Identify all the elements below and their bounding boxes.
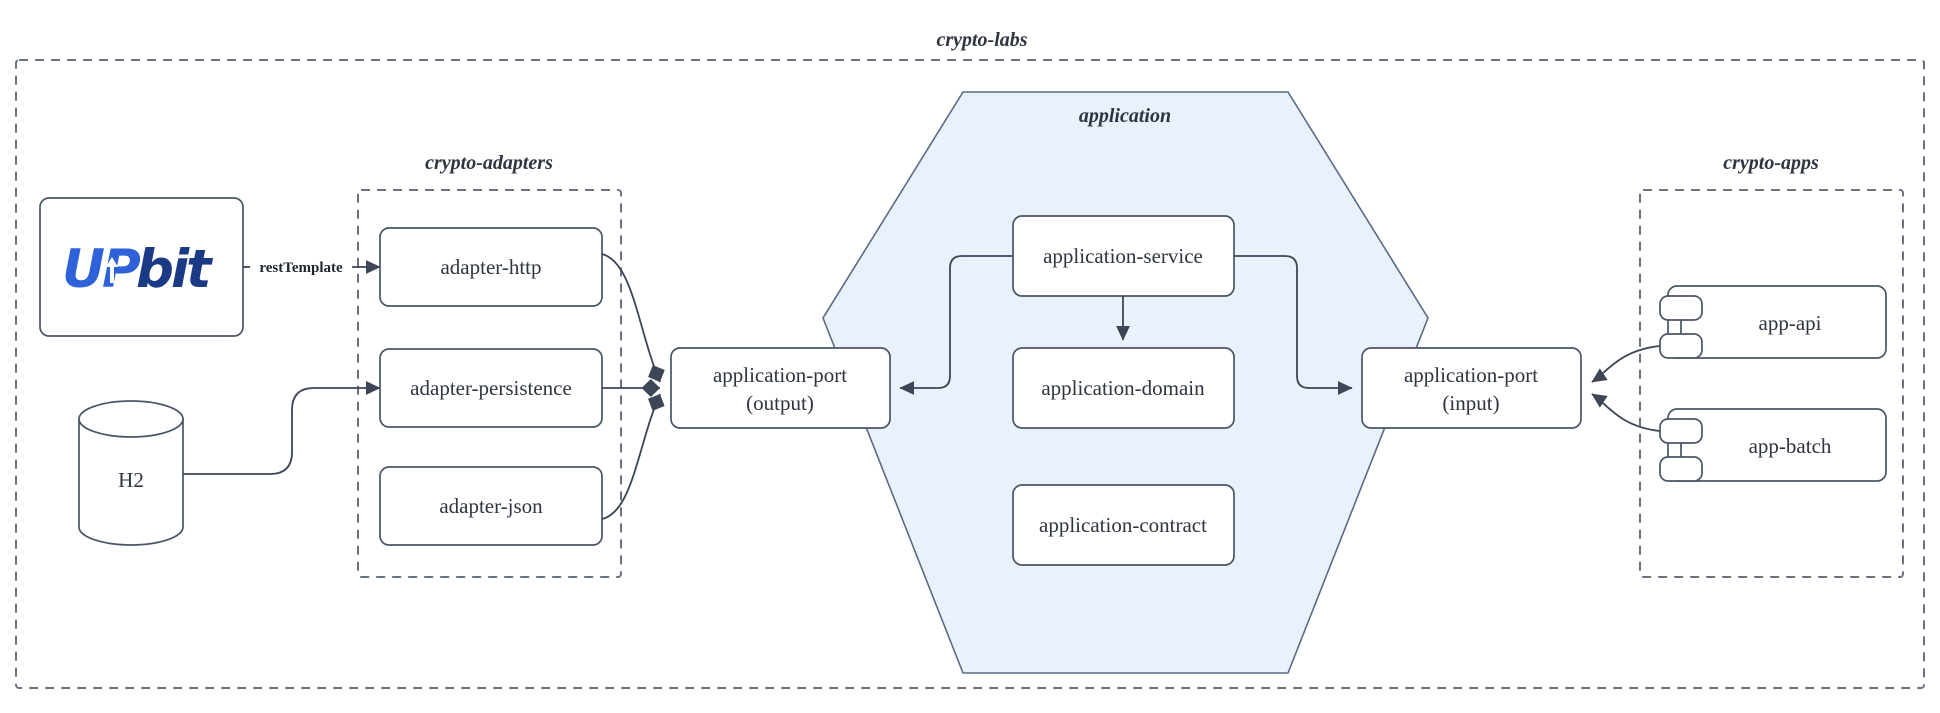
edge-label-resttemplate: restTemplate [259, 260, 343, 276]
edge-application-service-to-port-output [899, 255, 1013, 396]
application-port-input-node[interactable]: application-port (input) [1361, 347, 1582, 429]
crypto-labs-boundary [15, 59, 1925, 689]
edge-adapter-http-to-port-output [601, 253, 665, 383]
application-port-output-node[interactable]: application-port (output) [670, 347, 891, 429]
upbit-external-system[interactable]: UP bit [39, 197, 244, 337]
h2-database[interactable]: H2 [78, 400, 184, 546]
edge-adapter-json-to-port-output [601, 393, 665, 520]
edge-app-batch-to-port-input [1591, 393, 1661, 432]
app-batch-label: app-batch [1749, 434, 1832, 458]
application-domain-label: application-domain [1041, 376, 1205, 400]
app-batch-node[interactable]: app-batch [1659, 408, 1887, 482]
application-service-label: application-service [1043, 244, 1203, 268]
adapter-persistence-node[interactable]: adapter-persistence [379, 348, 603, 428]
app-api-connector-top [1659, 295, 1703, 321]
upbit-logo: UP bit [62, 239, 216, 300]
application-title: application [1079, 105, 1171, 127]
application-port-output-label-line1: application-port [713, 363, 847, 387]
app-api-connector-bottom [1659, 333, 1703, 359]
upbit-logo-accent [106, 257, 118, 283]
app-batch-connector-bottom [1659, 456, 1703, 482]
crypto-labs-title: crypto-labs [936, 29, 1027, 51]
app-api-box[interactable] [1667, 285, 1887, 359]
edge-application-service-to-port-input [1234, 255, 1353, 396]
application-port-input-label-line1: application-port [1404, 363, 1538, 387]
adapter-json-box[interactable] [379, 466, 603, 546]
app-api-label: app-api [1759, 311, 1822, 335]
edge-app-api-to-port-input [1591, 345, 1661, 383]
application-port-input-label-line2: (input) [1442, 391, 1499, 415]
crypto-apps-boundary [1639, 189, 1904, 578]
edge-upbit-to-adapter-http: restTemplate [243, 259, 381, 276]
h2-label: H2 [118, 468, 144, 492]
crypto-adapters-boundary [357, 189, 622, 578]
group-crypto-adapters: crypto-adapters adapter-http adapter-per… [357, 152, 622, 578]
application-contract-label: application-contract [1039, 513, 1207, 537]
group-crypto-labs: crypto-labs [15, 29, 1925, 689]
edge-h2-to-adapter-persistence [183, 380, 381, 475]
adapter-json-label: adapter-json [439, 494, 543, 518]
h2-cylinder-body[interactable] [78, 418, 184, 546]
h2-cylinder-top [78, 400, 184, 438]
adapter-http-label: adapter-http [440, 255, 541, 279]
upbit-logo-bit: bit [136, 239, 213, 300]
application-contract-node[interactable]: application-contract [1012, 484, 1235, 566]
application-domain-box[interactable] [1012, 347, 1235, 429]
application-domain-node[interactable]: application-domain [1012, 347, 1235, 429]
application-service-node[interactable]: application-service [1012, 215, 1235, 297]
app-api-node[interactable]: app-api [1659, 285, 1887, 359]
app-batch-connector-top [1659, 418, 1703, 444]
app-batch-box[interactable] [1667, 408, 1887, 482]
application-port-input-box[interactable] [1361, 347, 1582, 429]
application-port-output-box[interactable] [670, 347, 891, 429]
adapter-persistence-label: adapter-persistence [410, 376, 572, 400]
application-port-output-label-line2: (output) [746, 391, 814, 415]
group-crypto-apps: crypto-apps app-api app-batch [1639, 152, 1904, 578]
adapter-json-node[interactable]: adapter-json [379, 466, 603, 546]
application-contract-box[interactable] [1012, 484, 1235, 566]
crypto-adapters-title: crypto-adapters [425, 152, 553, 174]
crypto-apps-title: crypto-apps [1723, 152, 1819, 174]
adapter-http-node[interactable]: adapter-http [379, 227, 603, 307]
upbit-logo-up: UP [62, 239, 141, 300]
